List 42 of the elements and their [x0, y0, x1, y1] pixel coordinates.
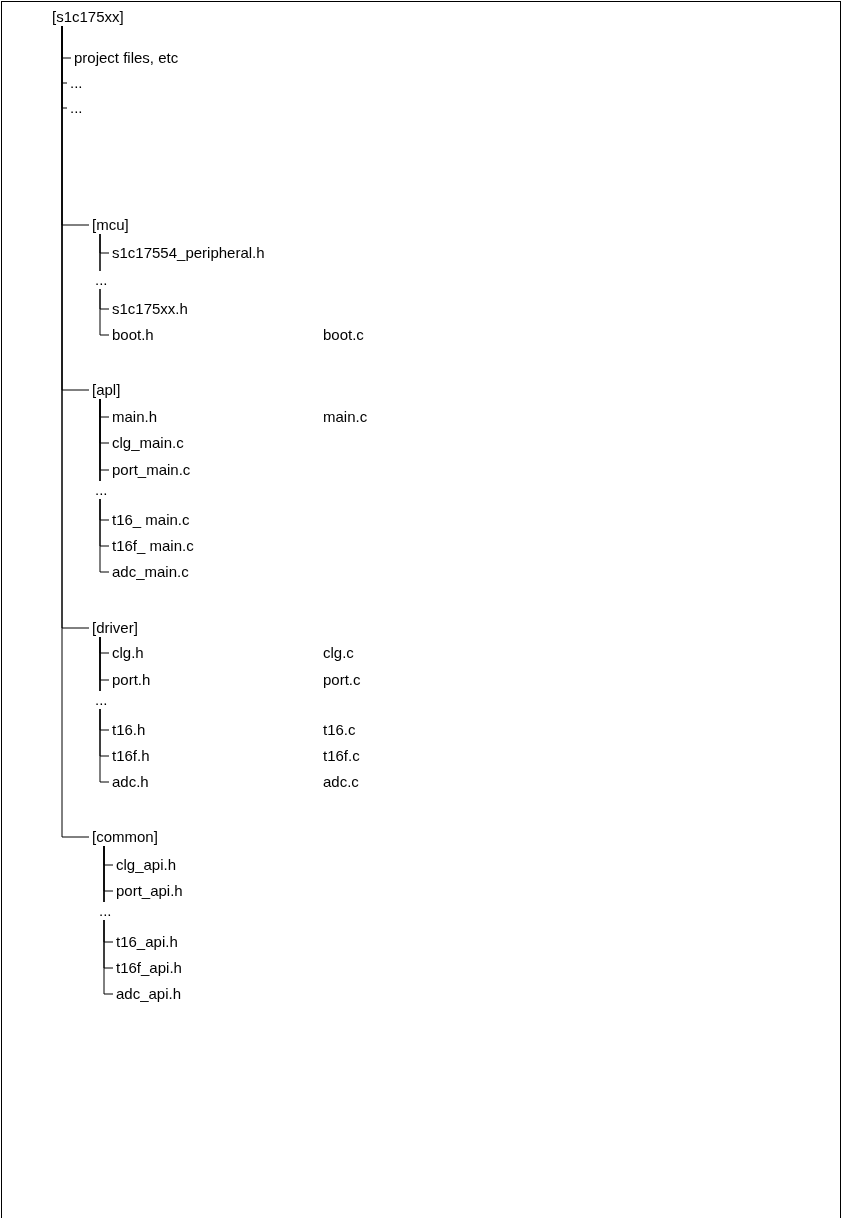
- file-name: port_api.h: [116, 882, 183, 900]
- file-name: clg_api.h: [116, 856, 177, 874]
- ellipsis-text: ...: [95, 271, 108, 289]
- file-name: adc.h: [112, 773, 149, 791]
- file-name: adc_main.c: [112, 563, 189, 581]
- ellipsis-text: ...: [95, 691, 108, 709]
- folder-name: [apl]: [92, 381, 121, 399]
- file-name: main.h: [112, 408, 158, 426]
- file-name: main.c: [323, 408, 368, 426]
- file-name: t16.h: [112, 721, 146, 739]
- file-name: s1c175xx.h: [112, 300, 188, 318]
- file-name: t16f_api.h: [116, 959, 182, 977]
- ellipsis-text: ...: [95, 481, 108, 499]
- file-name: adc_api.h: [116, 985, 182, 1003]
- file-name: ...: [70, 99, 83, 117]
- file-name: t16_ main.c: [112, 511, 190, 529]
- tree-connector: [99, 636, 110, 783]
- file-name: port.c: [323, 671, 361, 689]
- tree-connector: [103, 845, 114, 995]
- file-name: port_main.c: [112, 461, 191, 479]
- folder-name: [mcu]: [92, 216, 129, 234]
- file-name: project files, etc: [74, 49, 179, 67]
- file-name: t16f.c: [323, 747, 360, 765]
- file-name: clg_main.c: [112, 434, 184, 452]
- file-name: boot.c: [323, 326, 364, 344]
- ellipsis-text: ...: [99, 902, 112, 920]
- tree-connector: [99, 233, 110, 336]
- file-name: boot.h: [112, 326, 154, 344]
- file-name: s1c17554_peripheral.h: [112, 244, 265, 262]
- file-name: t16f.h: [112, 747, 150, 765]
- file-name: clg.h: [112, 644, 144, 662]
- file-name: adc.c: [323, 773, 359, 791]
- folder-name: [common]: [92, 828, 158, 846]
- folder-name: [s1c175xx]: [52, 8, 124, 26]
- folder-name: [driver]: [92, 619, 138, 637]
- file-name: clg.c: [323, 644, 354, 662]
- file-name: ...: [70, 74, 83, 92]
- tree-connector: [61, 25, 90, 838]
- file-name: t16.c: [323, 721, 356, 739]
- file-name: t16_api.h: [116, 933, 178, 951]
- file-name: port.h: [112, 671, 151, 689]
- file-name: t16f_ main.c: [112, 537, 194, 555]
